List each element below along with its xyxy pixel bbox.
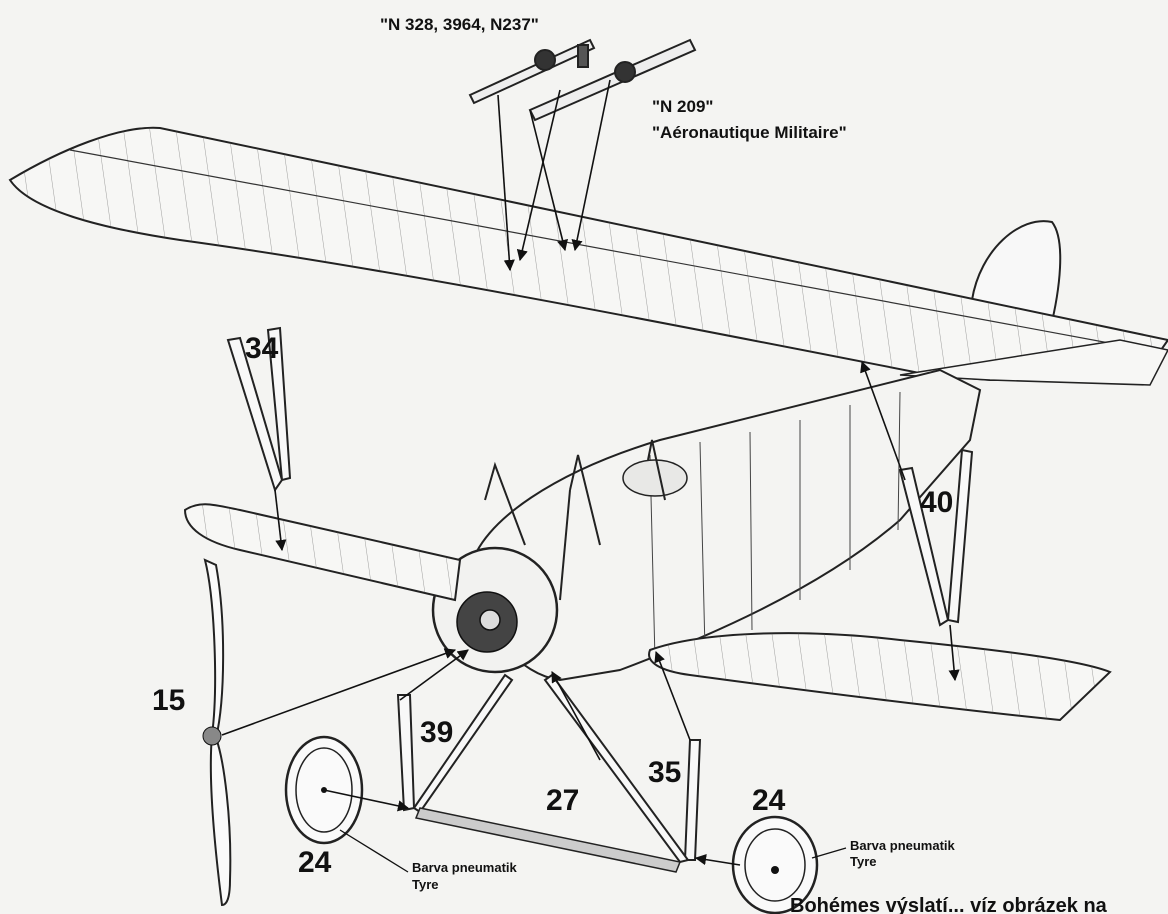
gun-attach-arrows (497, 79, 611, 272)
tyre-note-left-line2: Tyre (412, 877, 439, 892)
lower-wing-right-ribs (649, 633, 1110, 720)
part-39-label: 39 (420, 716, 453, 749)
tyre-note-left-line1: Barva pneumatik (412, 860, 518, 875)
wheel-right-leader (811, 847, 847, 859)
part-40-label: 40 (920, 486, 953, 519)
tyre-note-right-line1: Barva pneumatik (850, 838, 956, 853)
fuselage-frames (649, 391, 901, 661)
propeller-hub (202, 726, 222, 746)
footer-note: Bohémes výslatí... víz obrázek na (790, 895, 1108, 914)
tailplane (899, 339, 1168, 386)
part-24-right-label: 24 (752, 784, 786, 817)
wheel-right-arrow (694, 854, 741, 866)
tyre-note-right-line2: Tyre (850, 854, 877, 869)
part-35-label: 35 (648, 756, 681, 789)
prop-hub (479, 609, 501, 631)
part-27-label: 27 (546, 784, 579, 817)
lower-wing-left-ribs (185, 504, 460, 600)
decal-service: "Aéronautique Militaire" (652, 123, 847, 142)
gear-arrows (274, 360, 960, 761)
wheel-left-arrow (323, 789, 410, 812)
machine-gun-part (468, 38, 697, 122)
part-15-label: 15 (152, 684, 185, 717)
strut-40 (898, 448, 974, 627)
part-34-label: 34 (245, 332, 279, 365)
decal-serial-numbers: "N 328, 3964, N237" (380, 15, 539, 34)
wheel-right (731, 815, 819, 914)
part-24-left-label: 24 (298, 846, 332, 879)
axle-27 (414, 807, 682, 873)
upper-wing-ribs (10, 127, 1168, 380)
cockpit (622, 459, 688, 497)
propeller (203, 558, 232, 907)
strut-34 (226, 326, 292, 493)
upper-wing-spar (69, 149, 1121, 346)
cabane-struts (484, 439, 666, 601)
decal-serial-alt: "N 209" (652, 97, 713, 116)
propeller-arrow (221, 648, 457, 736)
wheel-left-leader (339, 829, 409, 873)
landing-gear (396, 673, 702, 864)
